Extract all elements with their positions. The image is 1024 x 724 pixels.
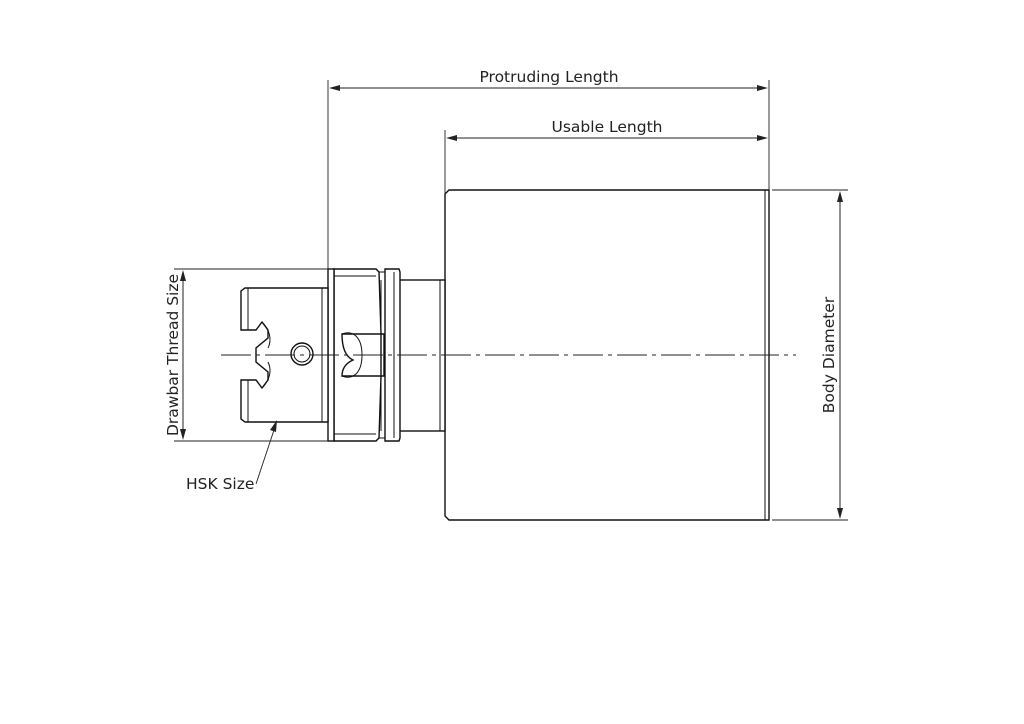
neck bbox=[398, 279, 446, 432]
drawbar-thread-size-label: Drawbar Thread Size bbox=[164, 274, 182, 436]
protruding-length-dimension bbox=[327, 80, 770, 269]
usable-length-label: Usable Length bbox=[552, 118, 663, 136]
hsk-size-leader bbox=[255, 420, 277, 485]
body-diameter-dimension bbox=[772, 189, 848, 521]
body-diameter-label: Body Diameter bbox=[820, 296, 838, 413]
protruding-length-label: Protruding Length bbox=[479, 68, 618, 86]
drawbar-thread-size-dimension bbox=[174, 268, 328, 442]
usable-length-dimension bbox=[444, 130, 768, 194]
hsk-size-label: HSK Size bbox=[186, 475, 254, 493]
